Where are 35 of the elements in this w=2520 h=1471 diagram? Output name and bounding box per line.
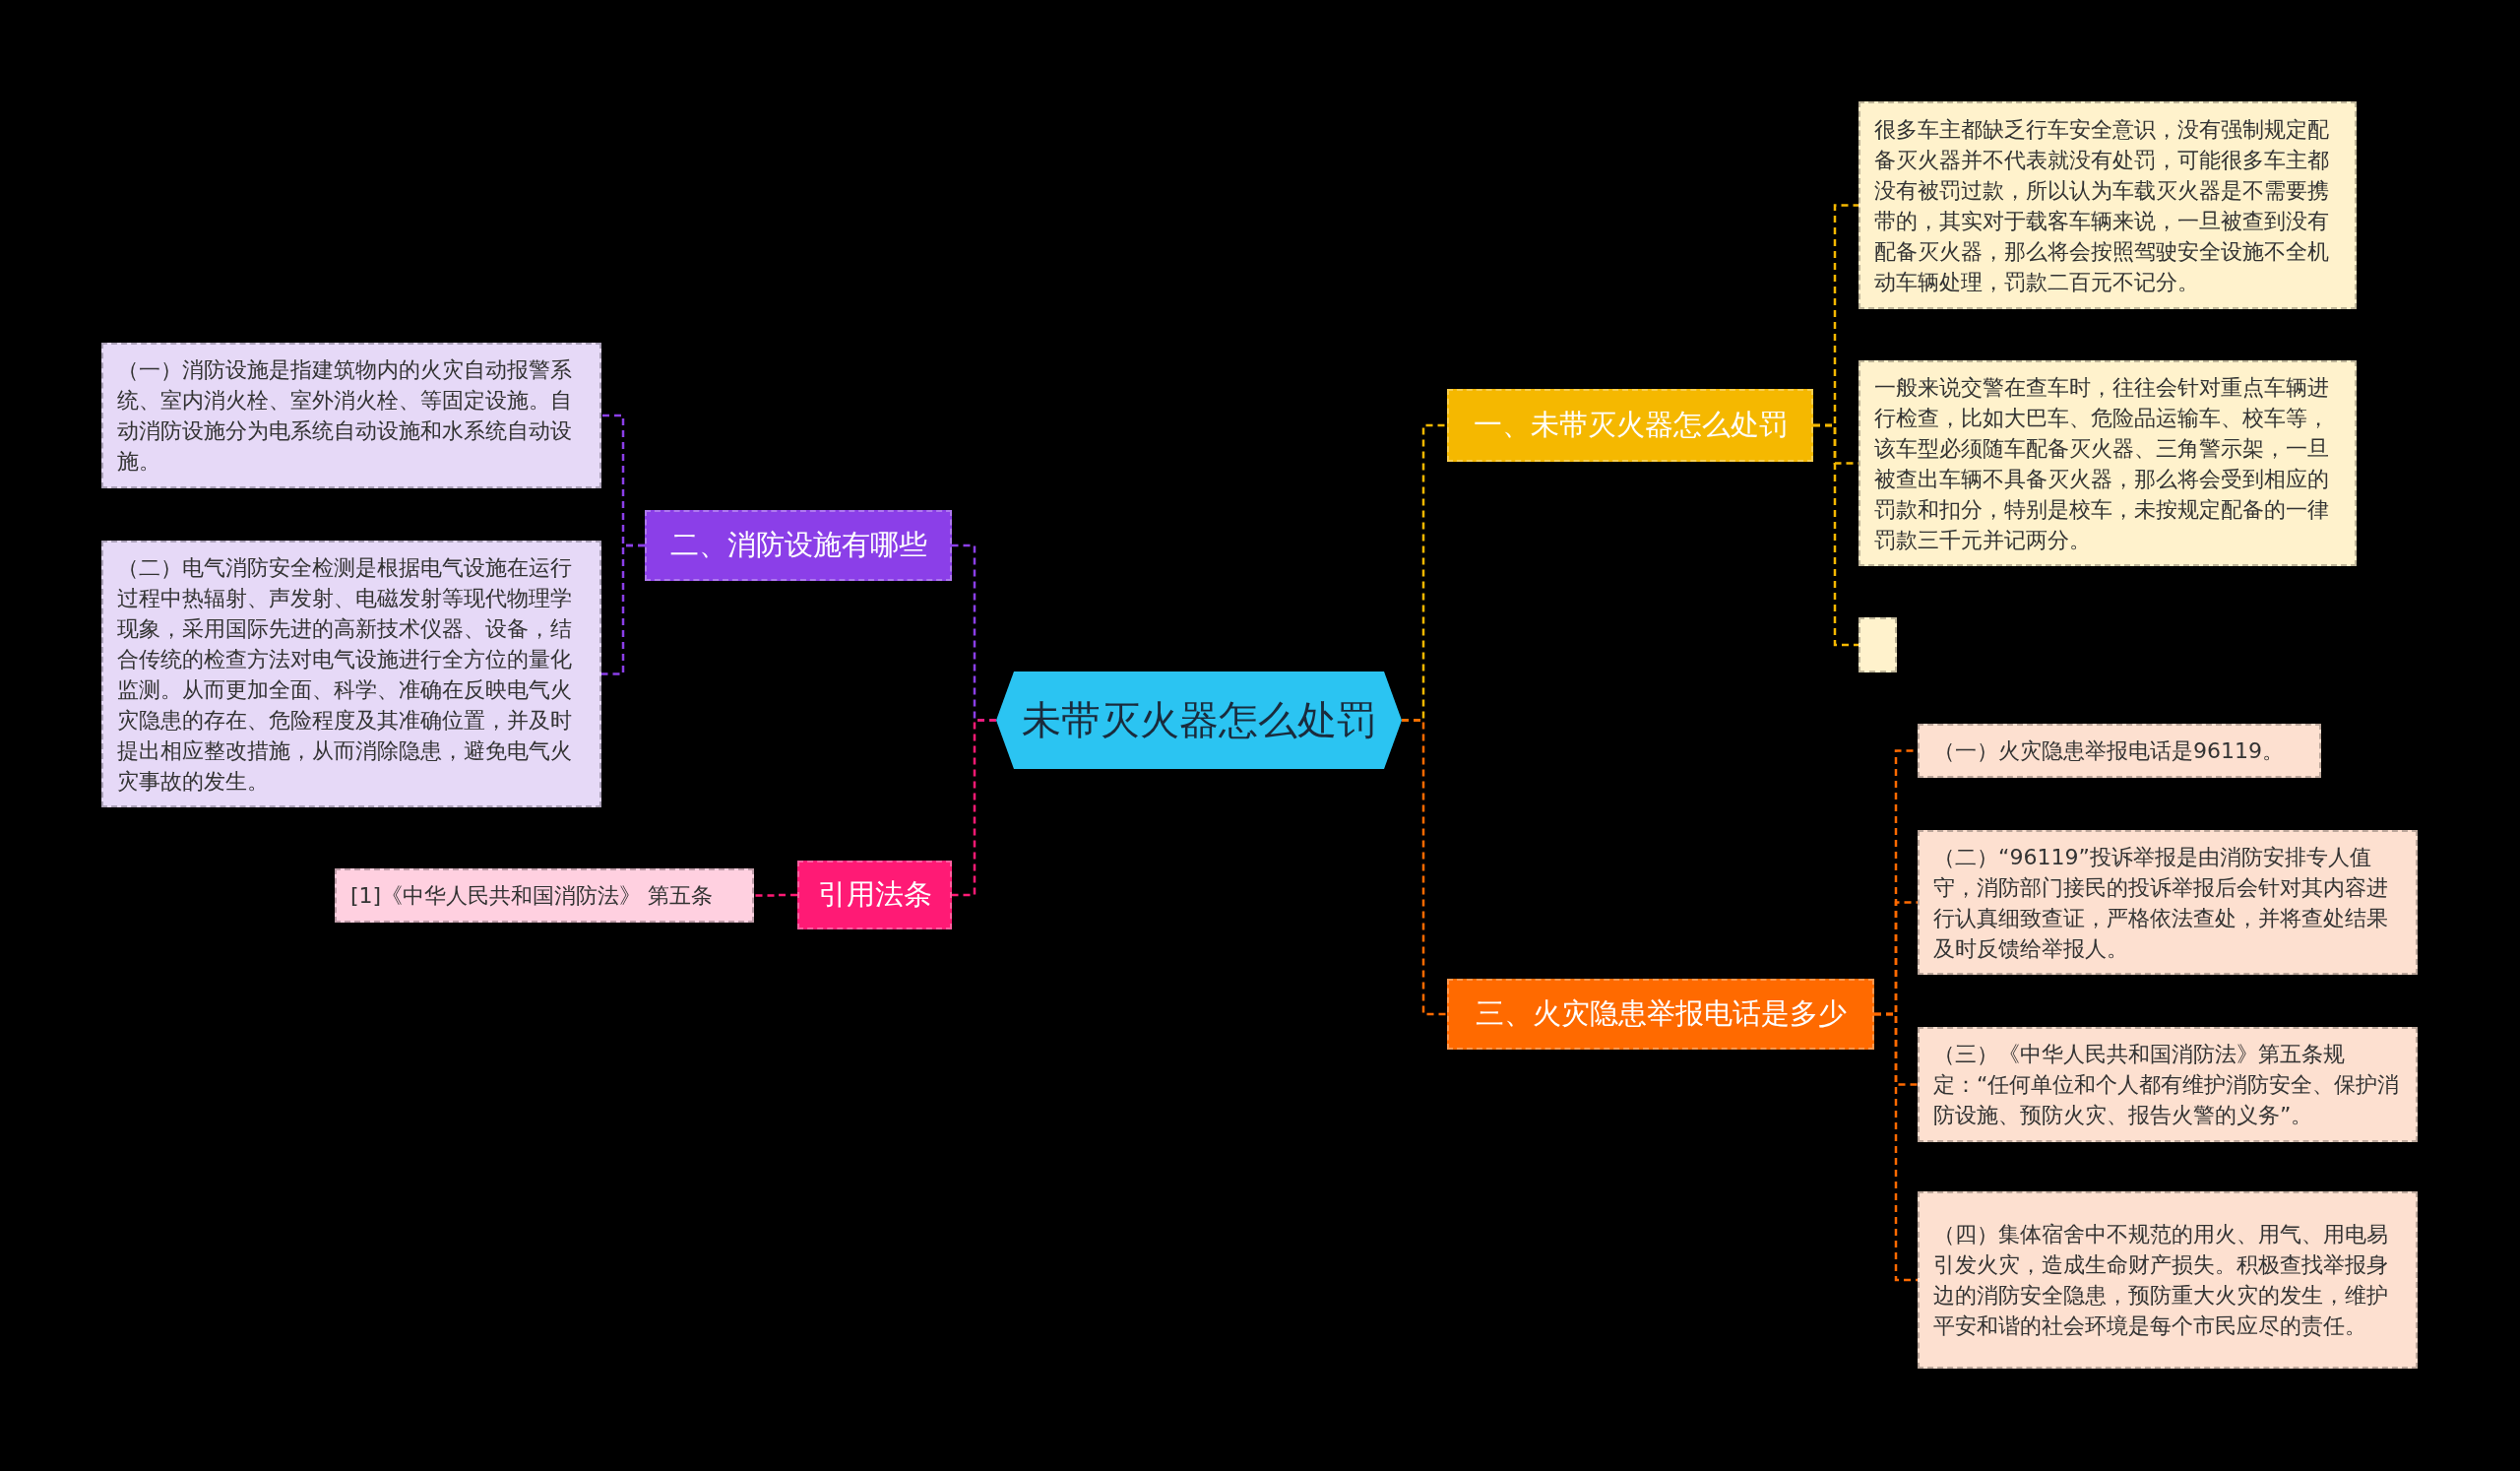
topic-text: [1]《中华人民共和国消防法》 第五条 — [350, 882, 714, 910]
topic-text: 很多车主都缺乏行车安全意识，没有强制规定配备灭火器并不代表就没有处罚，可能很多车主都没有被罚过款，所以认为车载灭火器是不需要携带的，其实对于载客车辆来说，一旦被查到没有配备灭火器，那么将会按照驾驶安全设施不全机动车辆处理，罚款二百元不记分。 — [1874, 115, 2330, 296]
topic-text: 一般来说交警在查车时，往往会针对重点车辆进行检查，比如大巴车、危险品运输车、校车等，该车型必须随车配备灭火器、三角警示架，一旦被查出车辆不具备灭火器，那么将会受到相应的罚款和扣分，特别是校车，未按规定配备的一律罚款三千元并记两分。 — [1874, 373, 2330, 554]
note-box — [1858, 101, 2357, 309]
topic-box — [645, 510, 952, 581]
connector-line — [754, 893, 797, 897]
topic-text: （二）电气消防安全检测是根据电气设施在运行过程中热辐射、声发射、电磁发射等现代物理学现象，采用国际先进的高新技术仪器、设备，结合传统的检查方法对电气设施进行全方位的量化监测。从而更加全面、科学、准确在反映电气火灾隐患的存在、危险程度及其准确位置，并及时提出相应整改措施，从而消除隐患，避免电气火灾事故的发生。 — [117, 553, 573, 796]
topic-box — [797, 861, 952, 929]
note-box — [1918, 724, 2321, 778]
topic-text: 引用法条 — [817, 876, 932, 913]
connector-line — [952, 719, 996, 897]
topic-box — [1447, 389, 1813, 462]
central-topic-hexagon — [996, 672, 1402, 769]
connector-line — [1874, 1012, 1918, 1282]
note-box — [101, 541, 601, 807]
topic-text: 三、火灾隐患举报电话是多少 — [1475, 995, 1847, 1032]
topic-text: （一）消防设施是指建筑物内的火灾自动报警系统、室内消火栓、室外消火栓、等固定设施。自动消防设施分为电系统自动设施和水系统自动设施。 — [117, 356, 573, 476]
note-box — [1918, 830, 2418, 975]
note-box — [335, 868, 754, 923]
topic-text: （二）“96119”投诉举报是由消防安排专人值守，消防部门接民的投诉举报后会针对其内容进行认真细致查证，严格依法查处，并将查处结果及时反馈给举报人。 — [1933, 843, 2389, 963]
topic-text: 二、消防设施有哪些 — [669, 527, 927, 563]
empty-box — [1858, 617, 1897, 672]
connector-line — [1402, 719, 1447, 1016]
topic-text: 一、未带灭火器怎么处罚 — [1473, 407, 1788, 443]
topic-text: 未带灭火器怎么处罚 — [1022, 696, 1376, 744]
topic-text: （一）火灾隐患举报电话是96119。 — [1933, 737, 2284, 765]
connector-line — [1813, 423, 1858, 647]
note-box — [101, 343, 601, 488]
note-box — [1918, 1027, 2418, 1142]
note-box — [1858, 360, 2357, 566]
connector-line — [601, 544, 645, 675]
topic-text: （四）集体宿舍中不规范的用火、用气、用电易引发火灾，造成生命财产损失。积极查找举报身边的消防安全隐患，预防重大火灾的发生，维护平安和谐的社会环境是每个市民应尽的责任。 — [1933, 1221, 2389, 1340]
note-box — [1918, 1191, 2418, 1369]
topic-box — [1447, 979, 1874, 1050]
topic-text: （三）《中华人民共和国消防法》第五条规定：“任何单位和个人都有维护消防安全、保护消防设施、预防火灾、报告火警的义务”。 — [1933, 1041, 2401, 1129]
